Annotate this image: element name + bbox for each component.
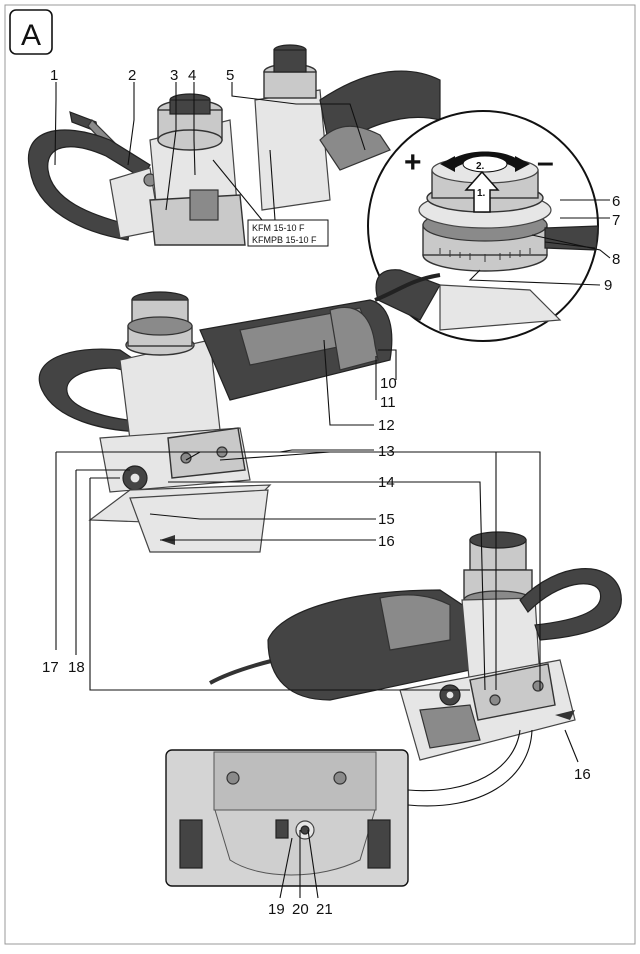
callout-16-bottom: 16	[574, 766, 591, 783]
callout-6: 6	[612, 193, 620, 210]
callout-4: 4	[188, 67, 196, 84]
detail-inset	[165, 729, 533, 887]
callout-2: 2	[128, 67, 136, 84]
minus-sign: –	[537, 146, 554, 179]
model-label-2: KFMPB 15-10 F	[252, 235, 317, 245]
figure-border	[4, 4, 636, 945]
callout-1: 1	[50, 67, 58, 84]
callout-14: 14	[378, 474, 395, 491]
callout-18: 18	[68, 659, 85, 676]
callout-16-top: 16	[378, 533, 395, 550]
callout-17: 17	[42, 659, 59, 676]
model-label-box	[247, 219, 329, 247]
top-tool-illustration	[27, 44, 441, 246]
model-label-1: KFM 15-10 F	[252, 223, 305, 233]
figure-letter: A	[21, 19, 41, 52]
callout-3: 3	[170, 67, 178, 84]
callout-7: 7	[612, 212, 620, 229]
lower-tool-illustration	[209, 531, 622, 761]
figure-letter-box	[9, 9, 53, 55]
step-2-label: 2.	[476, 161, 485, 172]
callout-15: 15	[378, 511, 395, 528]
lift-arrow-icon	[464, 170, 500, 213]
callout-numbers: 1 2 3 4 5 6 7 8 9 10 11 12 13 14 15 16 1…	[42, 67, 620, 918]
callout-21: 21	[316, 901, 333, 918]
callout-10: 10	[380, 375, 397, 392]
callout-11: 11	[380, 394, 396, 411]
callout-9: 9	[604, 277, 612, 294]
plus-sign: +	[404, 146, 422, 179]
callout-8: 8	[612, 251, 620, 268]
callout-13: 13	[378, 443, 395, 460]
callout-19: 19	[268, 901, 285, 918]
guide-plate	[129, 489, 269, 553]
callout-5: 5	[226, 67, 234, 84]
main-tool-illustration	[38, 273, 441, 553]
callout-20: 20	[292, 901, 309, 918]
magnified-depth-adjust: 2. 1. + –	[367, 110, 599, 342]
leader-lines	[54, 82, 611, 899]
step-1-label: 1.	[477, 188, 486, 199]
d-handle	[27, 129, 151, 241]
callout-12: 12	[378, 417, 395, 434]
